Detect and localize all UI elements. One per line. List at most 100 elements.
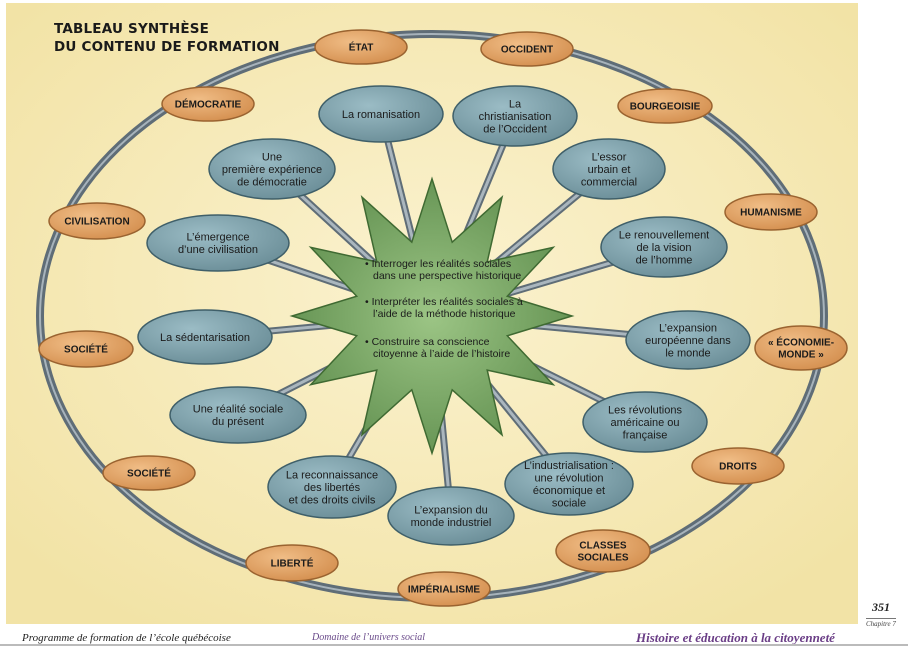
concept-ellipse-droits (691, 447, 785, 485)
topic-label-realite-sociale-line-2: du présent (212, 416, 264, 428)
concept-node-civilisation: CIVILISATION (48, 202, 146, 240)
topic-label-revolutions-line-3: française (623, 430, 668, 442)
page-title: TABLEAU SYNTHÈSE DU CONTENU DE FORMATION (54, 20, 280, 56)
topic-label-democratie-exp-line-1: Une (262, 152, 282, 164)
concept-node-economie-monde: « ÉCONOMIE-MONDE » (754, 325, 848, 371)
topic-label-reconnaissance-line-1: La reconnaissance (286, 470, 378, 482)
concept-label-classes-sociales-line-1: CLASSES (579, 541, 627, 552)
topic-ellipse-democratie-exp (208, 138, 336, 200)
concept-ellipse-bourgeoisie (617, 88, 713, 124)
concept-node-imperialisme: IMPÉRIALISME (397, 571, 491, 607)
concept-label-liberte-line-1: LIBERTÉ (271, 557, 314, 570)
topic-node-sedentarisation: La sédentarisation (137, 309, 273, 365)
topic-label-essor-line-2: urbain et (588, 164, 631, 176)
topic-ellipse-expansion-industrielle (387, 486, 515, 546)
center-statement-3-line-2: citoyenne à l’aide de l’histoire (373, 348, 510, 360)
topic-label-expansion-industrielle-line-1: L’expansion du (414, 505, 487, 517)
topic-label-civilisation-emergence-line-1: L’émergence (187, 232, 250, 244)
concept-label-droits-line-1: DROITS (719, 462, 757, 473)
topic-label-industrialisation-line-3: économique et (533, 485, 605, 497)
concept-ellipse-civilisation (48, 202, 146, 240)
concept-label-bourgeoisie-line-1: BOURGEOISIE (630, 102, 701, 113)
topic-ellipse-essor (552, 138, 666, 200)
central-star (289, 176, 575, 456)
center-statement-2-line-2: l’aide de la méthode historique (373, 308, 516, 320)
topic-label-renouvellement-line-3: de l’homme (636, 255, 693, 267)
concept-ellipse-occident (480, 31, 574, 67)
footer-divider (0, 644, 908, 646)
page-number: 351 (872, 600, 890, 614)
topic-label-essor-line-1: L’essor (592, 152, 627, 164)
chapter-label: Chapitre 7 (866, 618, 896, 628)
concept-label-economie-monde-line-2: MONDE » (778, 350, 824, 361)
topic-label-christianisation-line-1: La (509, 99, 522, 111)
topic-label-industrialisation-line-4: sociale (552, 498, 586, 510)
footer-program: Programme de formation de l’école québéc… (22, 632, 231, 644)
topic-ellipse-revolutions (582, 391, 708, 453)
topic-label-romanisation-line-1: La romanisation (342, 109, 420, 121)
center-statement-1-line-1: • Interroger les réalités sociales (365, 258, 511, 270)
concept-label-economie-monde-line-1: « ÉCONOMIE- (768, 336, 834, 349)
concept-node-bourgeoisie: BOURGEOISIE (617, 88, 713, 124)
concept-ellipse-societe-1 (38, 330, 134, 368)
topic-label-renouvellement-line-2: de la vision (636, 242, 691, 254)
topic-label-industrialisation-line-2: une révolution (534, 473, 603, 485)
topic-node-romanisation: La romanisation (318, 85, 444, 143)
topic-ellipse-realite-sociale (169, 386, 307, 444)
footer-subject: Histoire et éducation à la citoyenneté (636, 630, 835, 645)
topic-label-reconnaissance-line-2: des libertés (304, 482, 361, 494)
concept-node-societe-1: SOCIÉTÉ (38, 330, 134, 368)
concept-label-societe-1-line-1: SOCIÉTÉ (64, 343, 108, 356)
topic-ellipse-christianisation (452, 85, 578, 147)
concept-node-democratie: DÉMOCRATIE (161, 86, 255, 122)
topic-label-expansion-europeenne-line-2: européenne dans (645, 335, 731, 347)
concept-node-societe-2: SOCIÉTÉ (102, 455, 196, 491)
concept-ellipse-democratie (161, 86, 255, 122)
topic-node-industrialisation: L’industrialisation :une révolutionécono… (504, 452, 634, 516)
topic-label-expansion-europeenne-line-3: le monde (665, 348, 710, 360)
concept-label-imperialisme-line-1: IMPÉRIALISME (408, 583, 481, 596)
center-statement-1-line-2: dans une perspective historique (373, 270, 521, 282)
concept-label-civilisation-line-1: CIVILISATION (64, 217, 129, 228)
title-line-1: TABLEAU SYNTHÈSE (54, 21, 210, 37)
concept-ellipse-classes-sociales (555, 529, 651, 573)
concept-ellipse-imperialisme (397, 571, 491, 607)
topic-ellipse-expansion-europeenne (625, 310, 751, 370)
topic-label-reconnaissance-line-3: et des droits civils (289, 495, 376, 507)
topic-label-expansion-industrielle-line-2: monde industriel (411, 517, 492, 529)
topic-label-christianisation-line-3: de l’Occident (483, 124, 547, 136)
concept-label-societe-2-line-1: SOCIÉTÉ (127, 467, 171, 480)
concept-ellipse-economie-monde (754, 325, 848, 371)
center-statement-2-line-1: • Interpréter les réalités sociales à (365, 296, 523, 308)
topic-label-civilisation-emergence-line-2: d’une civilisation (178, 244, 258, 256)
topic-ellipse-industrialisation (504, 452, 634, 516)
topic-label-expansion-europeenne-line-1: L’expansion (659, 323, 717, 335)
topic-label-essor-line-3: commercial (581, 177, 637, 189)
concept-node-occident: OCCIDENT (480, 31, 574, 67)
concept-node-droits: DROITS (691, 447, 785, 485)
topic-label-revolutions-line-1: Les révolutions (608, 405, 682, 417)
topic-ellipse-reconnaissance (267, 455, 397, 519)
topic-ellipse-romanisation (318, 85, 444, 143)
topic-ellipse-renouvellement (600, 216, 728, 278)
topic-label-christianisation-line-2: christianisation (479, 111, 552, 123)
topic-label-democratie-exp-line-3: de démocratie (237, 177, 307, 189)
concept-label-classes-sociales-line-2: SOCIALES (577, 553, 628, 564)
topic-label-revolutions-line-2: américaine ou (610, 417, 679, 429)
concept-node-liberte: LIBERTÉ (245, 544, 339, 582)
concept-label-etat-line-1: ÉTAT (349, 41, 374, 54)
center-statement-3-line-1: • Construire sa conscience (365, 336, 490, 348)
concept-node-humanisme: HUMANISME (724, 193, 818, 231)
concept-ellipse-liberte (245, 544, 339, 582)
